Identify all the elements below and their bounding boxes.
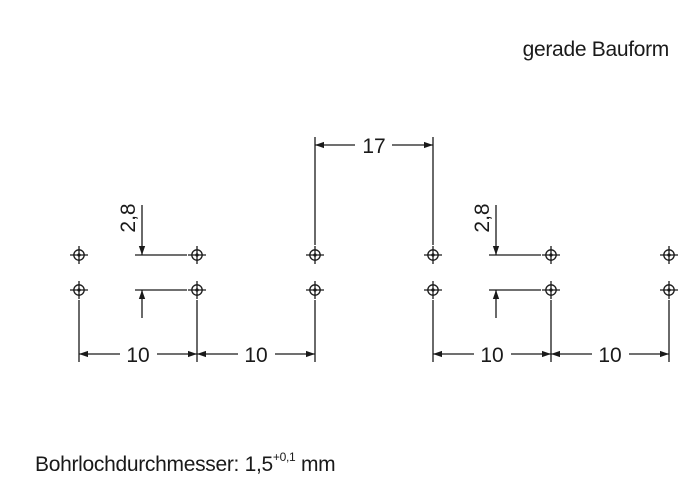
dim-label-left-2: 10 bbox=[244, 344, 267, 367]
dim-label-right-2: 10 bbox=[598, 344, 621, 367]
drill-hole bbox=[424, 246, 442, 264]
drill-hole bbox=[660, 246, 678, 264]
dimension-lines bbox=[79, 141, 669, 358]
drill-hole bbox=[188, 281, 206, 299]
hole-diameter-note: Bohrlochdurchmesser: 1,5+0,1 mm bbox=[35, 450, 336, 477]
drill-hole bbox=[188, 246, 206, 264]
drill-hole bbox=[424, 281, 442, 299]
row-spacing-label-right: 2,8 bbox=[471, 203, 494, 232]
drill-hole bbox=[306, 281, 324, 299]
drill-hole bbox=[70, 246, 88, 264]
drawing-title: gerade Bauform bbox=[522, 38, 670, 61]
drill-hole bbox=[660, 281, 678, 299]
row-spacing-label-left: 2,8 bbox=[117, 203, 140, 232]
extension-lines bbox=[78, 137, 670, 362]
drill-hole bbox=[542, 281, 560, 299]
hole-diameter-label: Bohrlochdurchmesser: 1,5 bbox=[35, 453, 273, 476]
drill-holes bbox=[70, 246, 678, 299]
hole-diameter-tolerance: +0,1 bbox=[272, 450, 296, 464]
drill-hole bbox=[70, 281, 88, 299]
hole-diameter-unit: mm bbox=[295, 453, 336, 476]
dim-label-gap: 17 bbox=[362, 135, 385, 158]
dim-label-left-1: 10 bbox=[126, 344, 149, 367]
drill-hole bbox=[306, 246, 324, 264]
drill-hole bbox=[542, 246, 560, 264]
dim-label-right-1: 10 bbox=[480, 344, 503, 367]
